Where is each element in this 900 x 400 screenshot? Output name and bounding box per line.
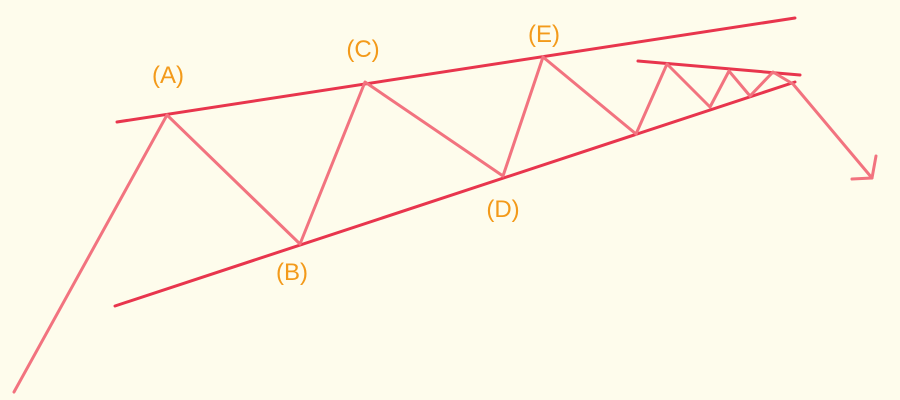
upper-trendline (115, 16, 797, 124)
lower-trendline (113, 80, 797, 308)
label-point-d: (D) (486, 196, 519, 223)
label-point-b: (B) (276, 259, 308, 286)
label-point-e: (E) (528, 21, 560, 48)
price-path-line (12, 55, 874, 394)
breakdown-arrowhead (850, 154, 878, 181)
label-point-a: (A) (152, 62, 184, 89)
label-point-c: (C) (346, 36, 379, 63)
